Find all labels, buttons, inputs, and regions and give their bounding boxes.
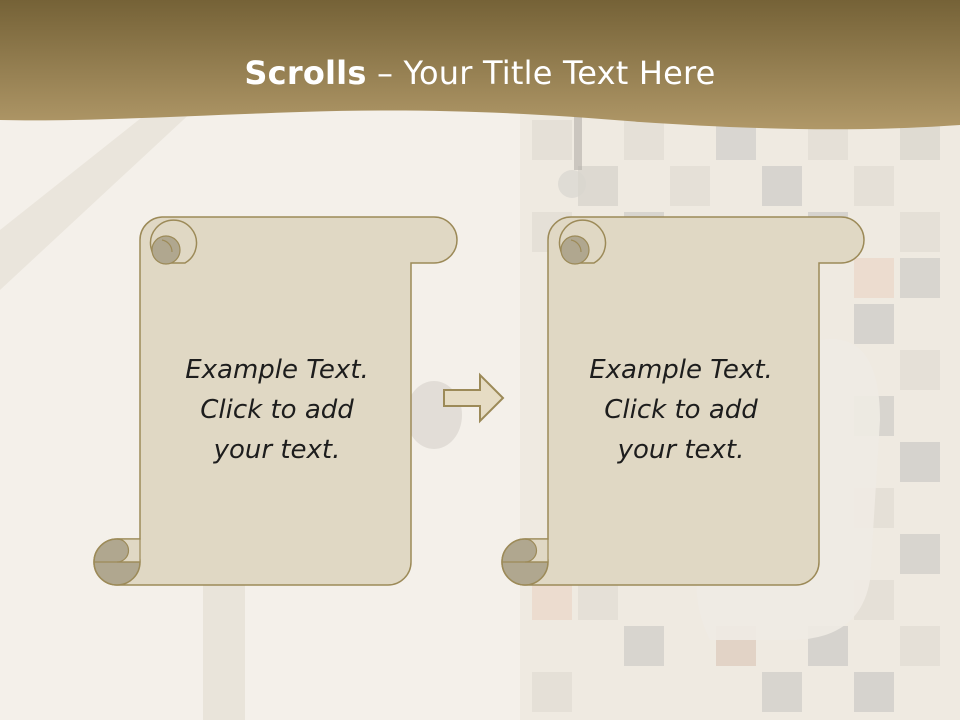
- scroll-right[interactable]: [501, 216, 865, 586]
- scroll-right-text[interactable]: Example Text. Click to add your text.: [556, 350, 806, 470]
- header-band: [0, 0, 960, 130]
- scroll-left-line-3: your text.: [213, 435, 341, 465]
- scroll-left-line-1: Example Text.: [185, 355, 369, 385]
- scroll-left[interactable]: [93, 216, 458, 586]
- scroll-right-line-3: your text.: [617, 435, 745, 465]
- right-arrow-icon: [443, 372, 505, 424]
- slide-title[interactable]: Scrolls – Your Title Text Here: [0, 54, 960, 92]
- scroll-right-line-1: Example Text.: [589, 355, 773, 385]
- title-rest: – Your Title Text Here: [366, 54, 716, 92]
- title-strong: Scrolls: [244, 54, 367, 92]
- scroll-right-line-2: Click to add: [604, 395, 758, 425]
- scroll-left-text[interactable]: Example Text. Click to add your text.: [152, 350, 402, 470]
- scroll-left-line-2: Click to add: [200, 395, 354, 425]
